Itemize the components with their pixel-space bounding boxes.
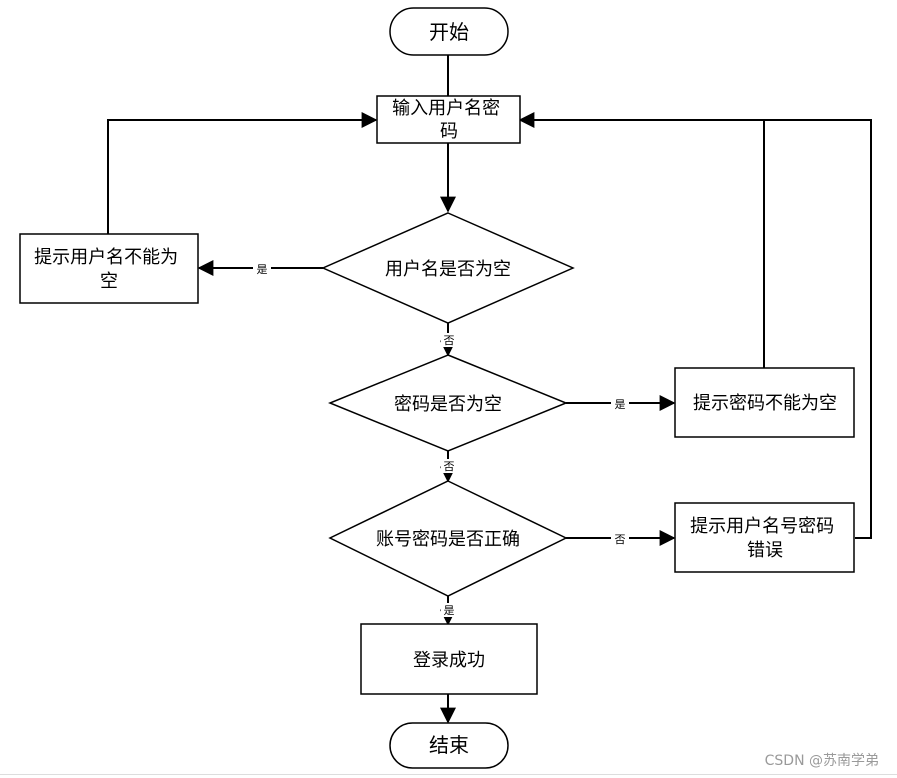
end-node: 结束	[389, 722, 509, 769]
edge-error-msg-to-input	[518, 112, 872, 539]
credentials-error-message-line-2: 错误	[747, 540, 783, 561]
credentials-yes-label: 是	[444, 604, 455, 617]
credentials-error-message-line-1: 提示用户名号密码	[690, 516, 834, 537]
username-empty-message-line-2: 空	[100, 271, 118, 292]
login-success-node: 登录成功	[360, 623, 538, 695]
input-credentials-line-2: 码	[440, 121, 458, 142]
edge-password-msg-to-input	[520, 119, 765, 368]
username-empty-message-line-1: 提示用户名不能为	[34, 247, 178, 268]
username-empty-message-label: 提示用户名不能为 空	[34, 247, 184, 292]
credentials-error-message-node: 提示用户名号密码 错误	[674, 502, 855, 573]
bottom-divider	[0, 774, 897, 775]
edge-username-msg-to-input	[107, 112, 378, 234]
check-username-label: 用户名是否为空	[385, 259, 511, 280]
check-username-node: 用户名是否为空	[321, 212, 575, 324]
username-no-label: 否	[444, 334, 455, 347]
input-credentials-label: 输入用户名密 码	[392, 98, 506, 142]
check-password-node: 密码是否为空	[328, 354, 568, 452]
check-credentials-label: 账号密码是否正确	[376, 529, 520, 550]
start-label: 开始	[429, 20, 469, 44]
password-yes-label: 是	[615, 398, 626, 411]
start-node: 开始	[389, 7, 509, 56]
login-success-label: 登录成功	[413, 650, 485, 671]
username-yes-label: 是	[257, 263, 268, 276]
edge-labels: 是 否 是 否 否 是	[253, 261, 629, 617]
credentials-no-label: 否	[615, 533, 626, 546]
password-empty-message-label: 提示密码不能为空	[693, 393, 837, 414]
end-label: 结束	[429, 733, 469, 757]
check-password-label: 密码是否为空	[394, 394, 502, 415]
password-empty-message-node: 提示密码不能为空	[674, 367, 855, 438]
check-credentials-node: 账号密码是否正确	[328, 480, 568, 597]
credentials-error-message-label: 提示用户名号密码 错误	[690, 516, 840, 561]
csdn-watermark: CSDN @苏南学弟	[764, 753, 879, 769]
username-empty-message-node: 提示用户名不能为 空	[19, 233, 199, 304]
input-credentials-line-1: 输入用户名密	[392, 98, 500, 119]
password-no-label: 否	[444, 460, 455, 473]
input-credentials-node: 输入用户名密 码	[376, 95, 521, 144]
